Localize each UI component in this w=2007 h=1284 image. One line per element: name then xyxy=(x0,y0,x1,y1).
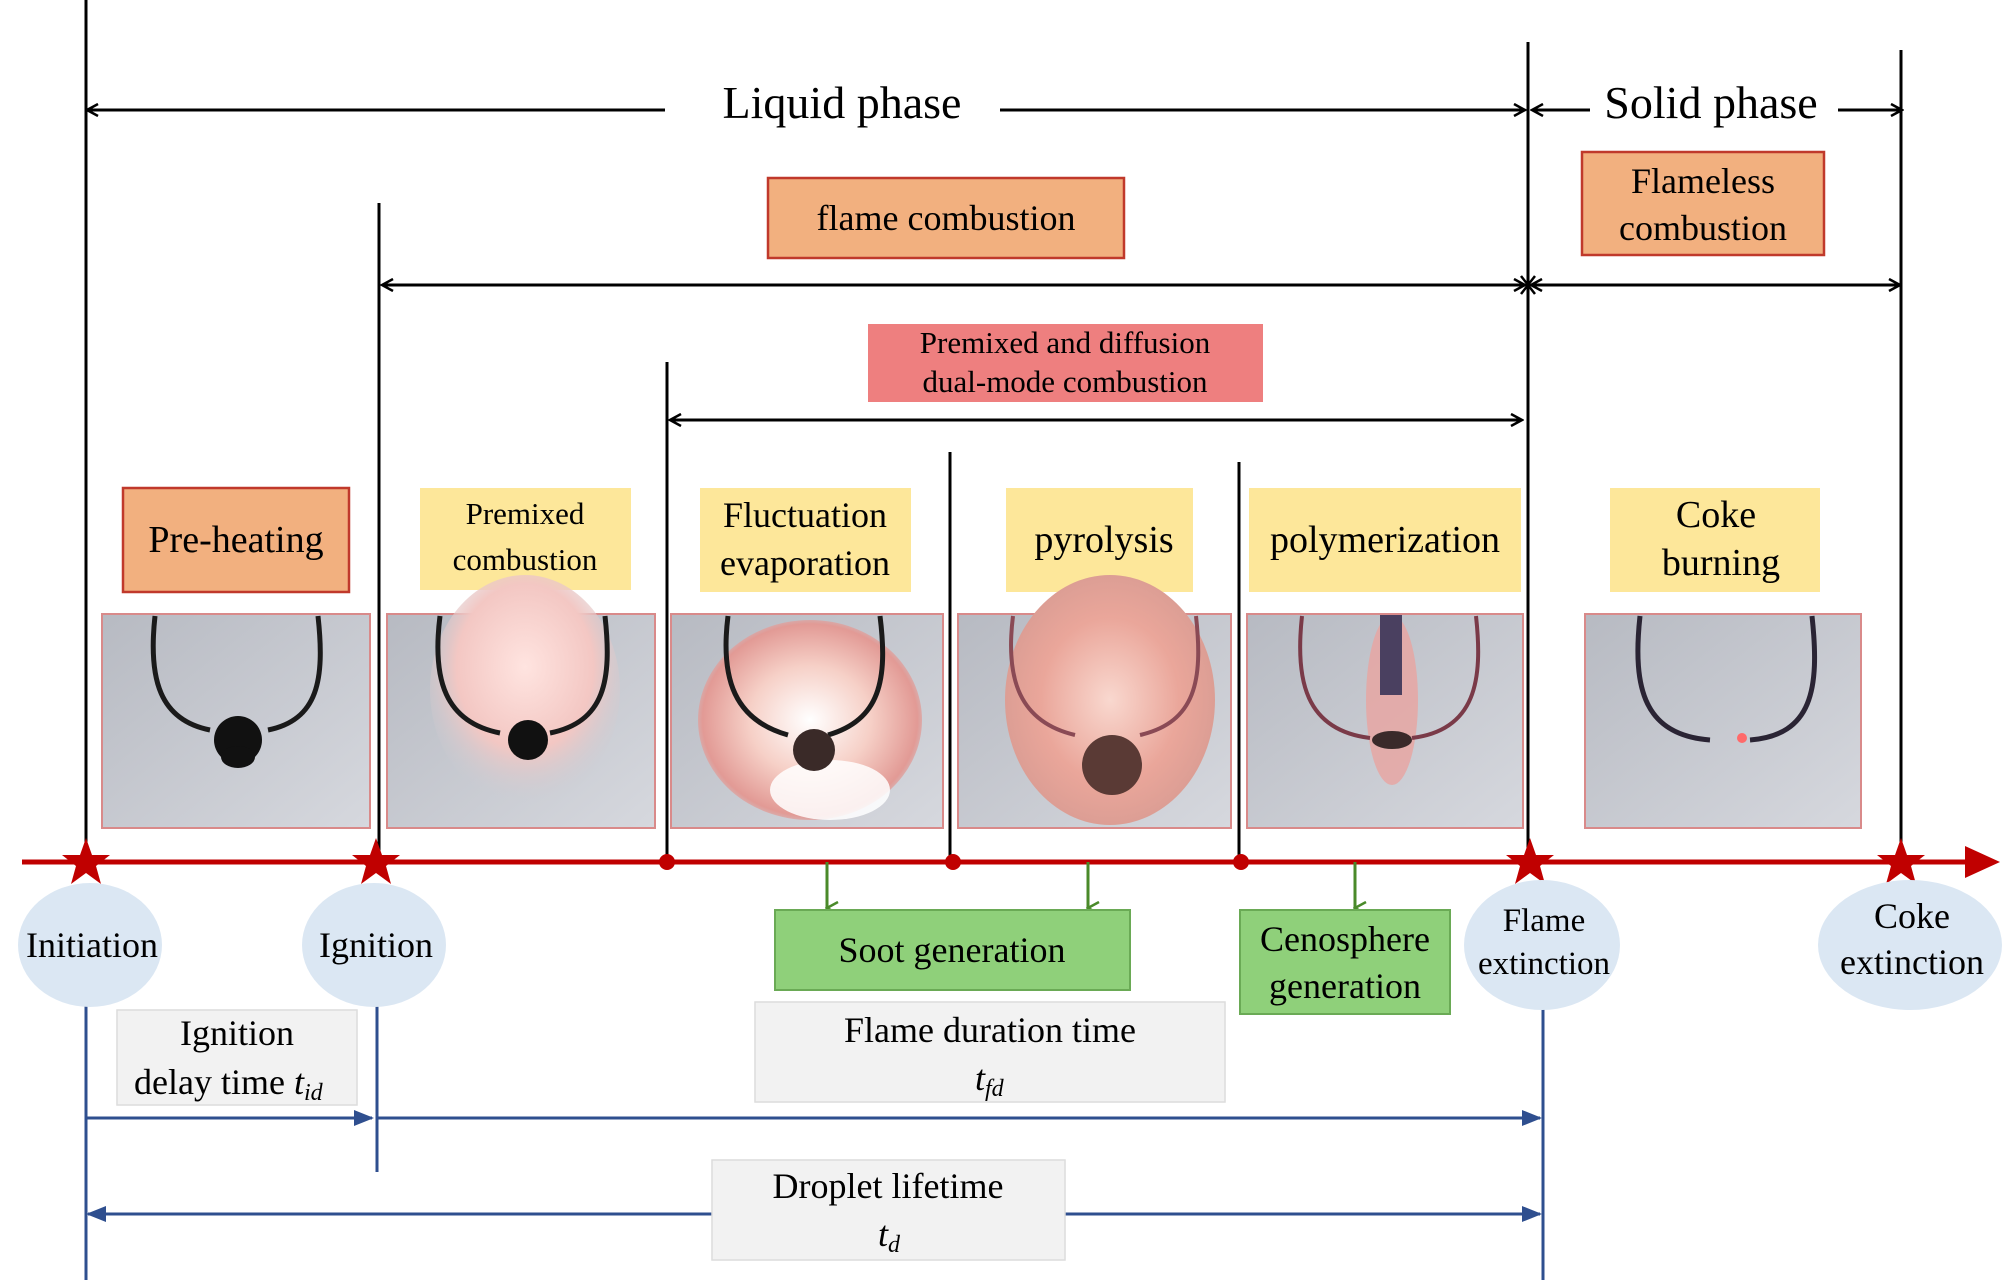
soot-arrows xyxy=(827,862,1355,908)
stage-label-line2: evaporation xyxy=(720,543,890,583)
ignition-delay-line2: delay time tid xyxy=(134,1062,324,1106)
photo-premixed xyxy=(386,575,656,829)
coke-extinction-line2: extinction xyxy=(1840,942,1984,982)
star-marker xyxy=(1506,838,1554,884)
stage-coke-burning: Coke burning xyxy=(1610,488,1820,592)
cenosphere-line2: generation xyxy=(1269,966,1421,1006)
flameless-combustion-line2: combustion xyxy=(1619,208,1787,248)
event-initiation: Initiation xyxy=(18,883,162,1280)
flame-extinction-line2: extinction xyxy=(1478,946,1610,982)
stage-label: pyrolysis xyxy=(1034,519,1173,561)
flameless-combustion-line1: Flameless xyxy=(1631,161,1775,201)
photo-polymerization xyxy=(1246,613,1524,829)
timeline xyxy=(22,846,2000,878)
stage-box xyxy=(121,486,351,594)
ignition-delay-line1: Ignition xyxy=(180,1013,294,1053)
event-ignition: Ignition xyxy=(302,883,446,1172)
stage-box xyxy=(700,488,911,592)
flame-duration-symbol: tfd xyxy=(975,1058,1005,1102)
liquid-phase-label: Liquid phase xyxy=(723,77,962,128)
ignition-label: Ignition xyxy=(319,925,433,965)
photo-fluctuation xyxy=(670,613,944,829)
dual-mode-line1: Premixed and diffusion xyxy=(920,325,1211,360)
stage-box xyxy=(1249,488,1521,592)
stage-label-line1: Fluctuation xyxy=(723,495,887,535)
droplet-lifetime: Droplet lifetime td xyxy=(86,1159,1542,1261)
stage-box xyxy=(420,488,631,590)
dual-mode-box xyxy=(868,324,1263,402)
flame-extinction-line1: Flame xyxy=(1503,903,1585,939)
phase-junction-mark xyxy=(1520,275,1536,295)
star-marker xyxy=(62,838,110,884)
coke-extinction-line1: Coke xyxy=(1874,896,1950,936)
cenosphere-generation-box xyxy=(1239,909,1451,1015)
event-coke-extinction: Coke extinction xyxy=(1818,880,2002,1010)
dual-mode-line2: dual-mode combustion xyxy=(923,364,1208,399)
stage-polymerization: polymerization xyxy=(1249,488,1521,592)
photo-pyrolysis xyxy=(957,575,1232,829)
photo-preheating xyxy=(101,613,371,829)
dot-marker xyxy=(659,854,675,870)
dot-marker xyxy=(945,854,961,870)
star-marker xyxy=(1877,838,1925,884)
stage-label-line1: Coke xyxy=(1676,494,1756,536)
stage-label-line2: burning xyxy=(1662,542,1780,584)
stage-label: polymerization xyxy=(1270,519,1500,561)
droplet-lifetime-line1: Droplet lifetime xyxy=(773,1166,1004,1206)
stage-pyrolysis: pyrolysis xyxy=(1006,488,1193,592)
flame-combustion-box xyxy=(766,176,1126,260)
boundary-lines xyxy=(84,0,1903,862)
stage-preheating: Pre-heating xyxy=(121,486,351,594)
ignition-delay-time: Ignition delay time tid xyxy=(86,1009,374,1126)
stage-box xyxy=(1610,488,1820,592)
flame-duration-line1: Flame duration time xyxy=(844,1010,1136,1050)
stage-box xyxy=(1006,488,1193,592)
stage-premixed-combustion: Premixed combustion xyxy=(420,488,631,590)
flame-combustion-label: flame combustion xyxy=(817,198,1076,238)
liquid-phase-span: Liquid phase xyxy=(87,77,1525,128)
soot-generation-label: Soot generation xyxy=(839,930,1066,970)
flame-duration-time: Flame duration time tfd xyxy=(377,1001,1542,1126)
dot-marker xyxy=(1233,854,1249,870)
stage-label-line1: Premixed xyxy=(466,496,585,531)
cenosphere-line1: Cenosphere xyxy=(1260,919,1430,959)
star-marker xyxy=(352,838,400,884)
timeline-markers xyxy=(62,838,1925,884)
solid-phase-span: Solid phase xyxy=(1532,77,1902,128)
initiation-label: Initiation xyxy=(26,925,158,965)
photo-coke-burning xyxy=(1584,613,1862,829)
stage-fluctuation-evaporation: Fluctuation evaporation xyxy=(700,488,911,592)
droplet-lifetime-symbol: td xyxy=(878,1214,901,1258)
soot-generation-box xyxy=(774,909,1131,991)
flameless-combustion-box xyxy=(1580,150,1826,257)
stage-label: Pre-heating xyxy=(148,519,323,561)
stage-label-line2: combustion xyxy=(453,542,598,577)
solid-phase-label: Solid phase xyxy=(1604,77,1817,128)
event-flame-extinction: Flame extinction xyxy=(1464,880,1620,1280)
